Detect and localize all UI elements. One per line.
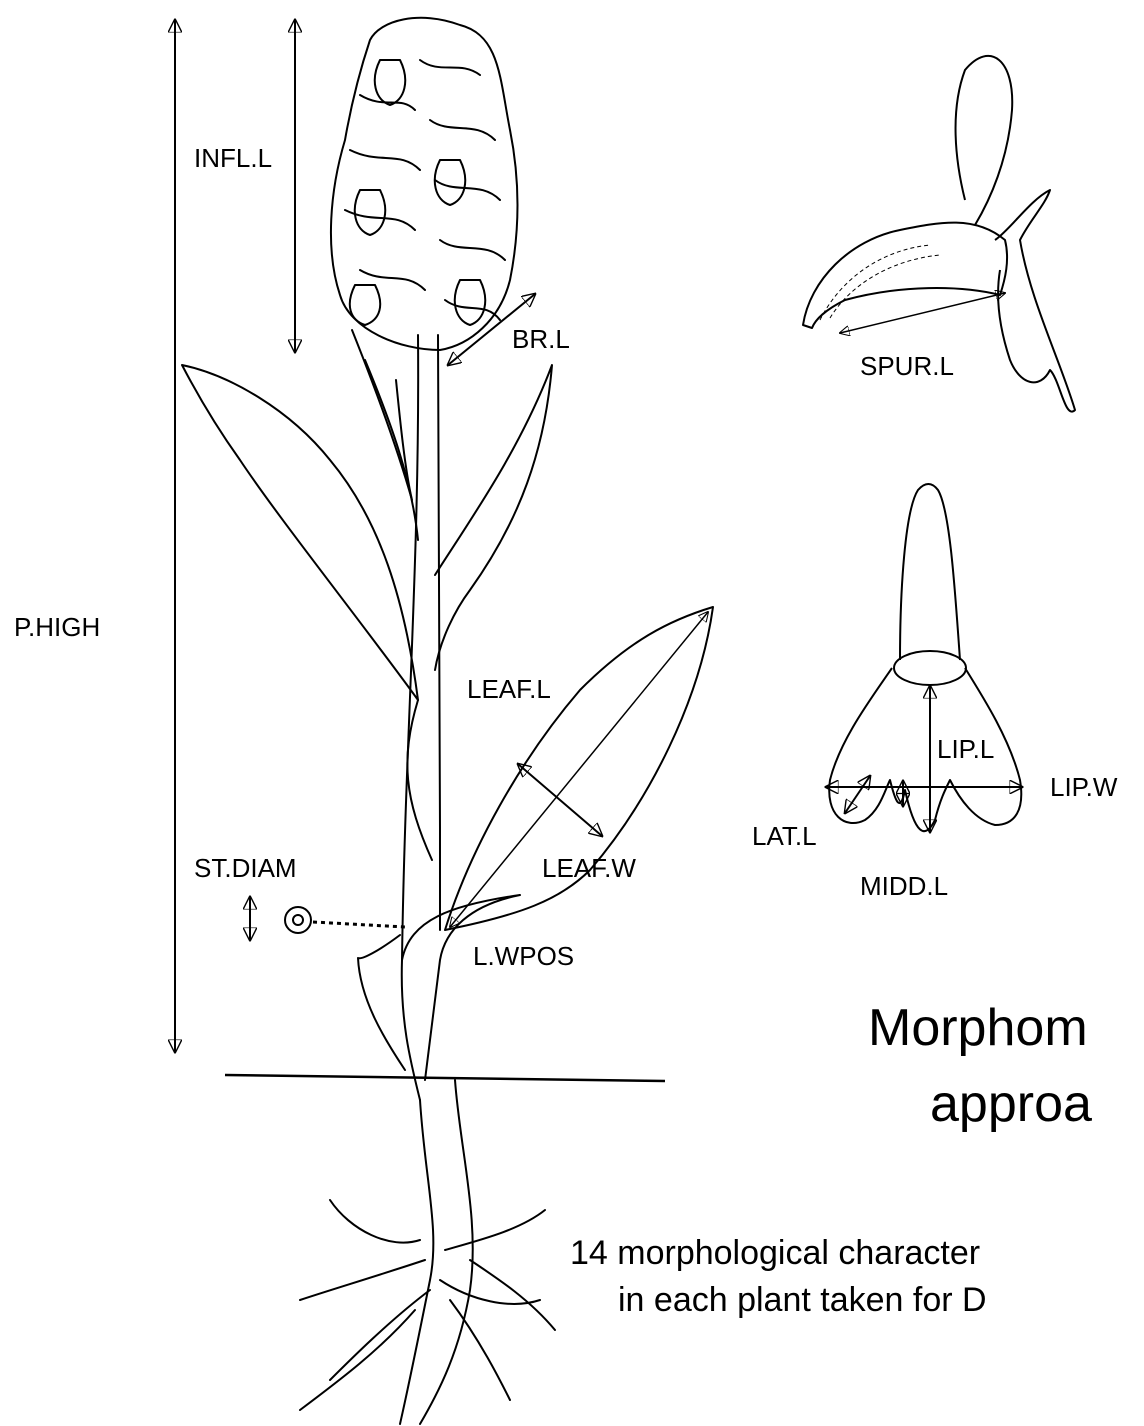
label-midd-l: MIDD.L xyxy=(860,873,948,899)
label-leaf-l: LEAF.L xyxy=(467,676,551,702)
stem-section-outer xyxy=(285,907,311,933)
orchid-plant-drawing xyxy=(182,18,713,1424)
label-leaf-w: LEAF.W xyxy=(542,855,636,881)
label-spur-l: SPUR.L xyxy=(860,353,954,379)
labellum-spur xyxy=(900,484,960,660)
label-infl-l: INFL.L xyxy=(194,145,272,171)
caption-line-1: 14 morphological character xyxy=(570,1236,980,1270)
label-l-wpos: L.WPOS xyxy=(473,943,574,969)
roots xyxy=(300,1200,555,1410)
spur xyxy=(803,223,1007,328)
left-leaf xyxy=(182,365,418,700)
label-p-high: P.HIGH xyxy=(14,614,100,640)
stem-section-inner xyxy=(293,915,303,925)
lip-side xyxy=(995,190,1075,412)
dorsal-sepal xyxy=(956,56,1013,225)
label-lip-l: LIP.L xyxy=(937,736,994,762)
upper-right-leaf xyxy=(435,365,552,670)
spur-l-arrow xyxy=(840,293,1005,333)
label-br-l: BR.L xyxy=(512,326,570,352)
leaf-w-arrow xyxy=(518,764,602,836)
heading-line-1: Morphom xyxy=(868,1002,1088,1054)
inflorescence xyxy=(331,18,518,350)
label-st-diam: ST.DIAM xyxy=(194,855,297,881)
label-lat-l: LAT.L xyxy=(752,823,817,849)
caption-line-2: in each plant taken for D xyxy=(618,1283,987,1317)
spur-opening xyxy=(894,651,966,685)
st-diam-leader xyxy=(313,922,405,927)
heading-line-2: approa xyxy=(930,1078,1092,1130)
ground-line xyxy=(225,1075,665,1081)
labellum-front-view xyxy=(829,484,1021,831)
lat-l-arrow xyxy=(845,776,870,813)
label-lip-w: LIP.W xyxy=(1050,774,1117,800)
